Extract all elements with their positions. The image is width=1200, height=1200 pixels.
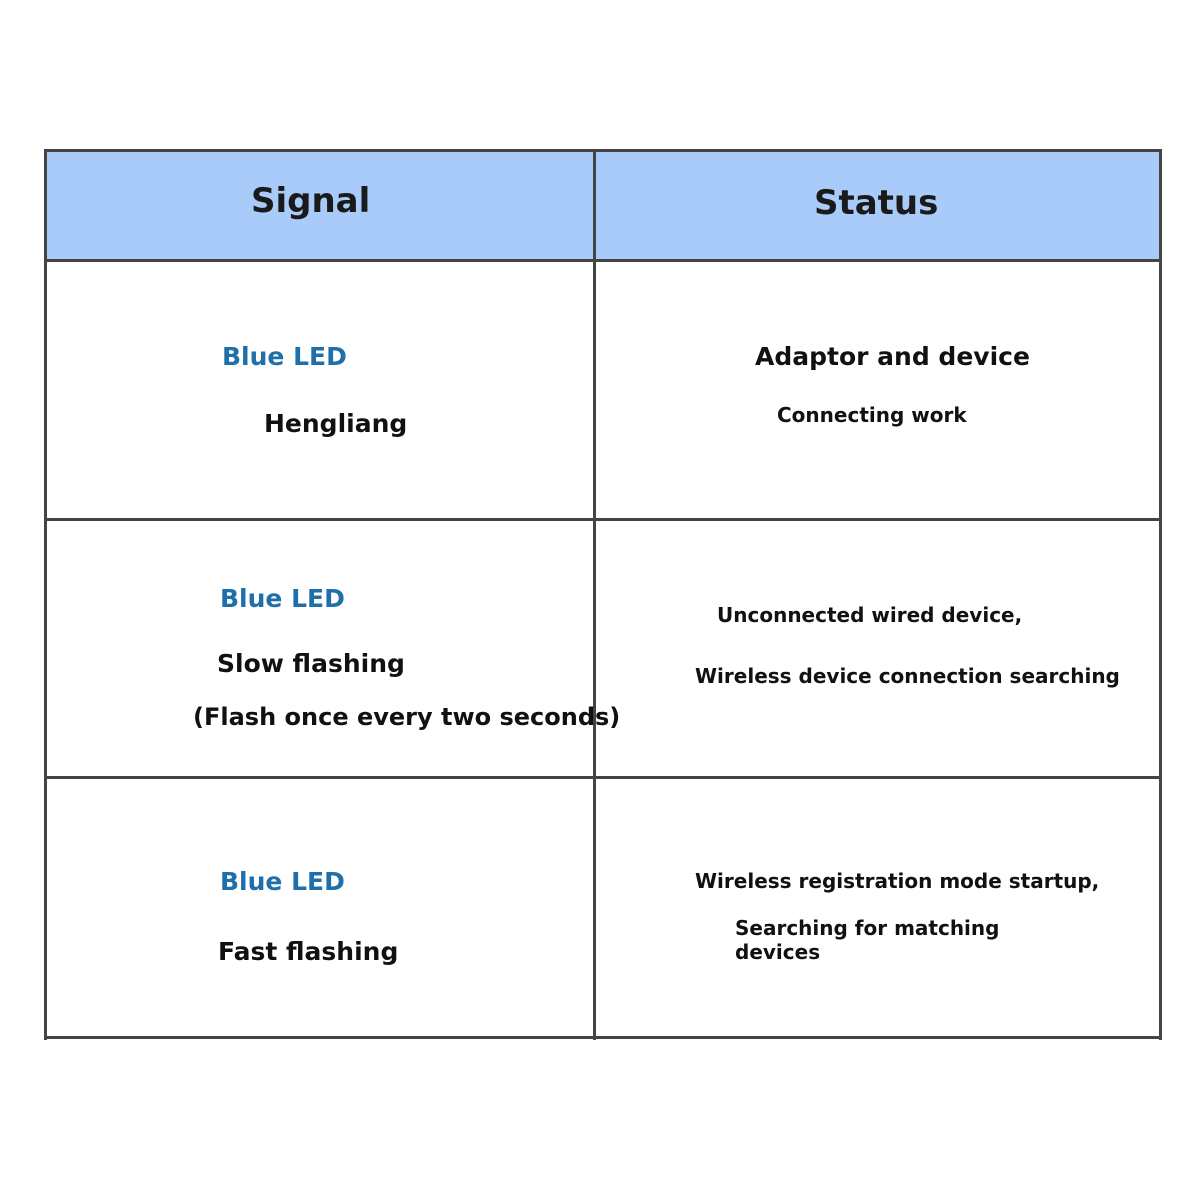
row3-signal-color: Blue LED — [220, 867, 345, 896]
led-status-table: Signal Status Blue LED Hengliang Adaptor… — [44, 149, 1162, 1040]
row2-signal-color: Blue LED — [220, 584, 345, 613]
row2-status-line2: Wireless device connection searching — [695, 664, 1120, 688]
row3-status-line1: Wireless registration mode startup, — [695, 869, 1100, 893]
header-divider — [47, 259, 1159, 262]
header-status: Status — [814, 183, 939, 223]
row3-status-line2b: devices — [735, 940, 821, 964]
row2-signal-mode: Slow flashing — [217, 649, 405, 678]
row1-status-line1: Adaptor and device — [755, 342, 1030, 371]
row3-status-line2a: Searching for matching — [735, 916, 1000, 940]
row1-signal-mode: Hengliang — [264, 409, 408, 438]
row1-signal-color: Blue LED — [222, 342, 347, 371]
column-divider — [593, 152, 596, 1040]
table-bottom-border — [47, 1036, 1159, 1039]
row3-signal-mode: Fast flashing — [218, 937, 399, 966]
row1-status-line2: Connecting work — [777, 403, 967, 427]
row-divider — [47, 518, 1159, 521]
header-signal: Signal — [251, 181, 371, 221]
table-header-row — [47, 152, 1159, 259]
row-divider — [47, 776, 1159, 779]
row2-status-line1: Unconnected wired device, — [717, 603, 1023, 627]
row2-signal-note: (Flash once every two seconds) — [193, 703, 621, 731]
